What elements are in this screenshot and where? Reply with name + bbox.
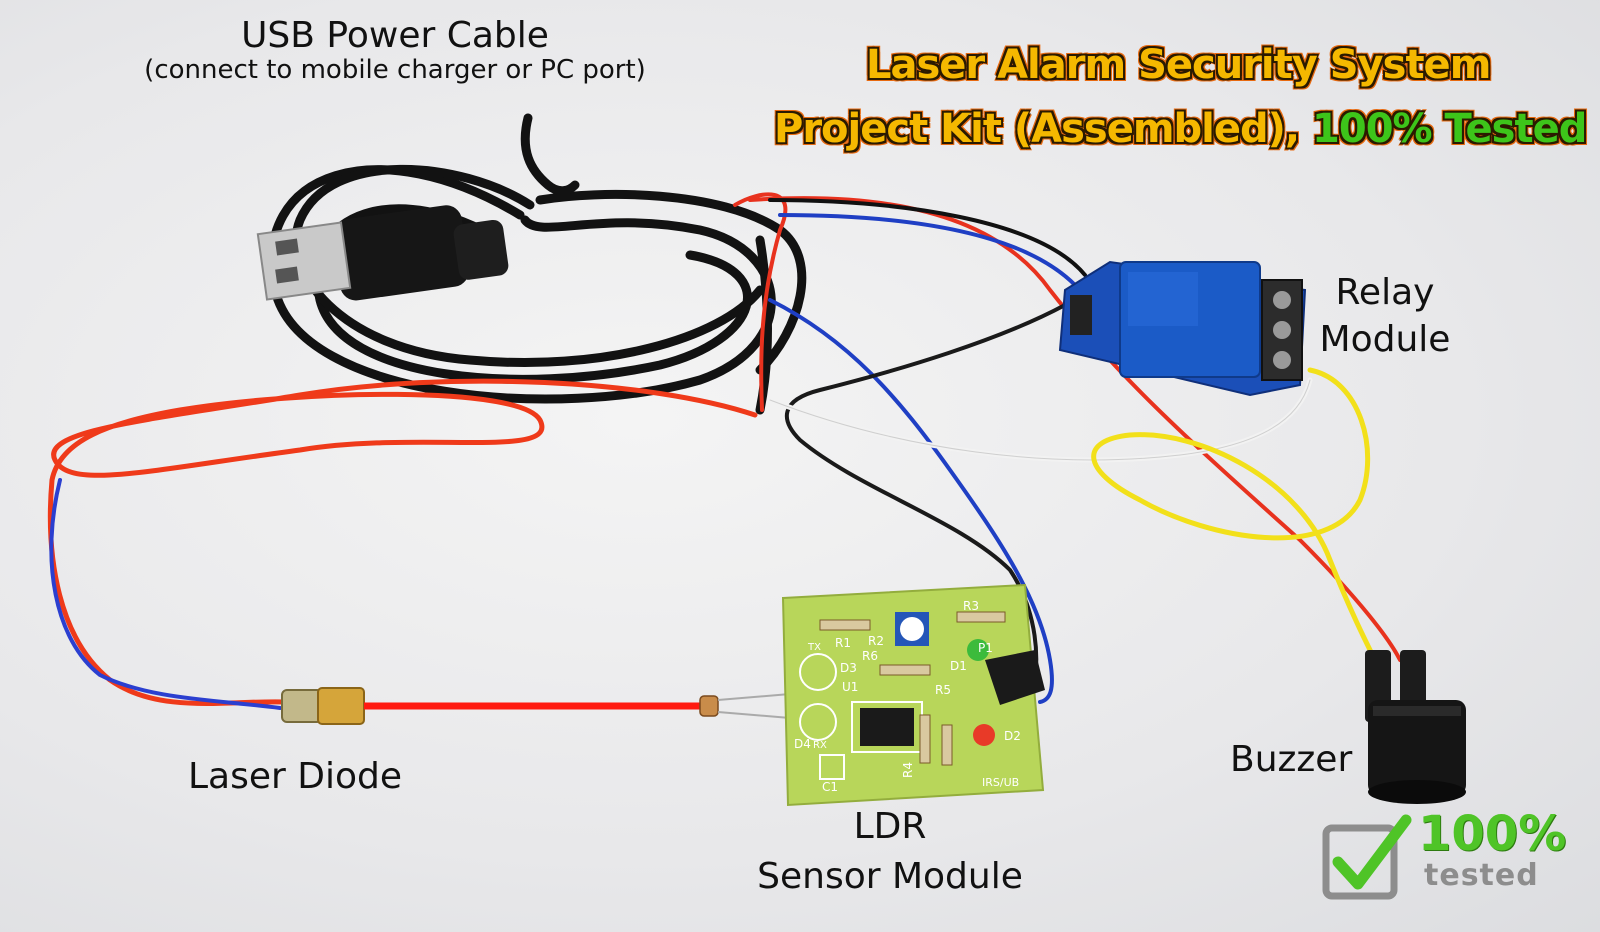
pcb-rx: RX	[813, 740, 827, 751]
pcb-p1: P1	[978, 641, 993, 655]
ldr-pcb	[781, 583, 1045, 807]
pcb-u1: U1	[842, 680, 858, 694]
ldr-label-line1: LDR	[853, 806, 927, 847]
pcb-r2: R2	[868, 634, 884, 648]
pcb-r1: R1	[835, 636, 851, 650]
pcb-r4: R4	[901, 762, 915, 778]
ldr-module-label: LDR Sensor Module	[740, 802, 1040, 903]
ldr-label-line2: Sensor Module	[757, 856, 1023, 898]
buzzer-label: Buzzer	[1230, 739, 1353, 780]
tested-badge: 100% tested	[1320, 806, 1580, 912]
relay-label-line1: Relay	[1335, 272, 1435, 313]
usb-cable-title: USB Power Cable	[241, 15, 549, 56]
pcb-silkscreen: R1 R2 R3 R4 R5 R6 D1 D2 D3 D4 U1 C1 P1 T…	[794, 599, 1021, 794]
pcb-d2: D2	[1004, 729, 1021, 743]
buzzer	[1365, 650, 1466, 804]
ldr-sensor	[699, 693, 791, 719]
usb-cable	[267, 113, 807, 415]
pcb-r5: R5	[935, 683, 951, 697]
relay-module-label: Relay Module	[1310, 270, 1460, 364]
tested-badge-word: tested	[1424, 858, 1539, 893]
usb-cable-label: USB Power Cable (connect to mobile charg…	[110, 15, 680, 86]
pcb-c1: C1	[822, 780, 838, 794]
pcb-brand: IRS/UB	[982, 776, 1019, 789]
usb-cable-subtitle: (connect to mobile charger or PC port)	[144, 55, 646, 86]
pcb-d4: D4	[794, 737, 811, 751]
checkbox-check-icon	[1322, 814, 1412, 900]
title-line-2-main: Project Kit (Assembled),	[774, 106, 1313, 152]
title-line-1: Laser Alarm Security System	[866, 42, 1491, 88]
laser-diode	[281, 687, 365, 725]
title-line-2: Project Kit (Assembled), 100% Tested	[774, 106, 1587, 152]
laser-wires	[47, 378, 758, 710]
pcb-r6: R6	[862, 649, 878, 663]
tested-badge-percent: 100%	[1418, 806, 1567, 862]
pcb-r3: R3	[963, 599, 979, 613]
usb-plug	[256, 205, 509, 301]
pcb-tx: TX	[807, 642, 821, 653]
laser-diode-label: Laser Diode	[188, 756, 403, 797]
relay-label-line2: Module	[1319, 318, 1451, 360]
title-line-2-highlight: 100% Tested	[1312, 106, 1587, 152]
relay-module	[1058, 260, 1307, 397]
pcb-d1: D1	[950, 659, 967, 673]
pcb-d3: D3	[840, 661, 857, 675]
